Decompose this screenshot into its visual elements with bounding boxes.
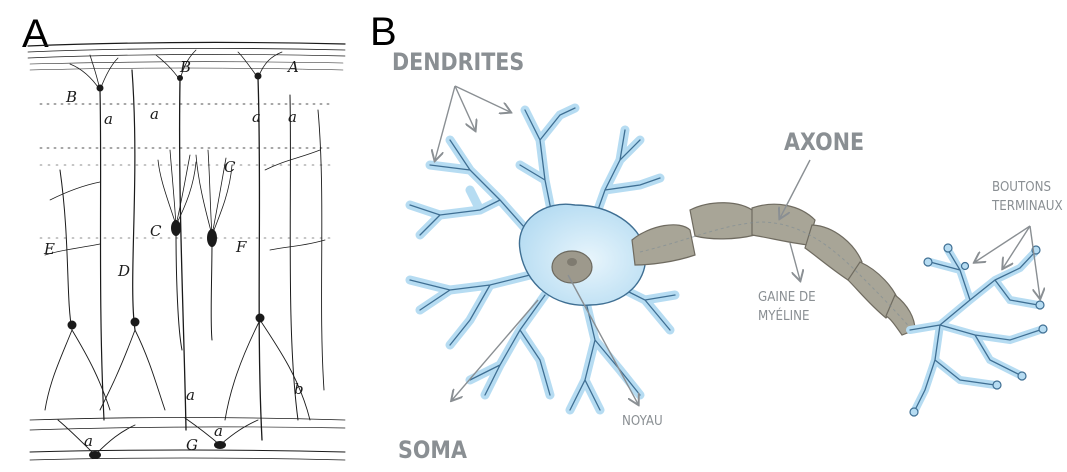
label-axone: AXONE	[784, 128, 864, 156]
label-boutons-terminaux: BOUTONS TERMINAUX	[992, 178, 1062, 216]
label-boutons-line-2: TERMINAUX	[992, 197, 1062, 216]
label-gaine-de-myeline: GAINE DE MYÉLINE	[758, 288, 837, 326]
label-noyau: NOYAU	[622, 412, 663, 431]
label-gaine-line-2: MYÉLINE	[758, 307, 837, 326]
label-boutons-line-1: BOUTONS	[992, 178, 1062, 197]
label-soma: SOMA	[398, 436, 467, 464]
nucleus	[552, 251, 592, 283]
axon-terminals	[910, 250, 1040, 410]
label-dendrites: DENDRITES	[392, 48, 524, 76]
label-gaine-line-1: GAINE DE	[758, 288, 837, 307]
